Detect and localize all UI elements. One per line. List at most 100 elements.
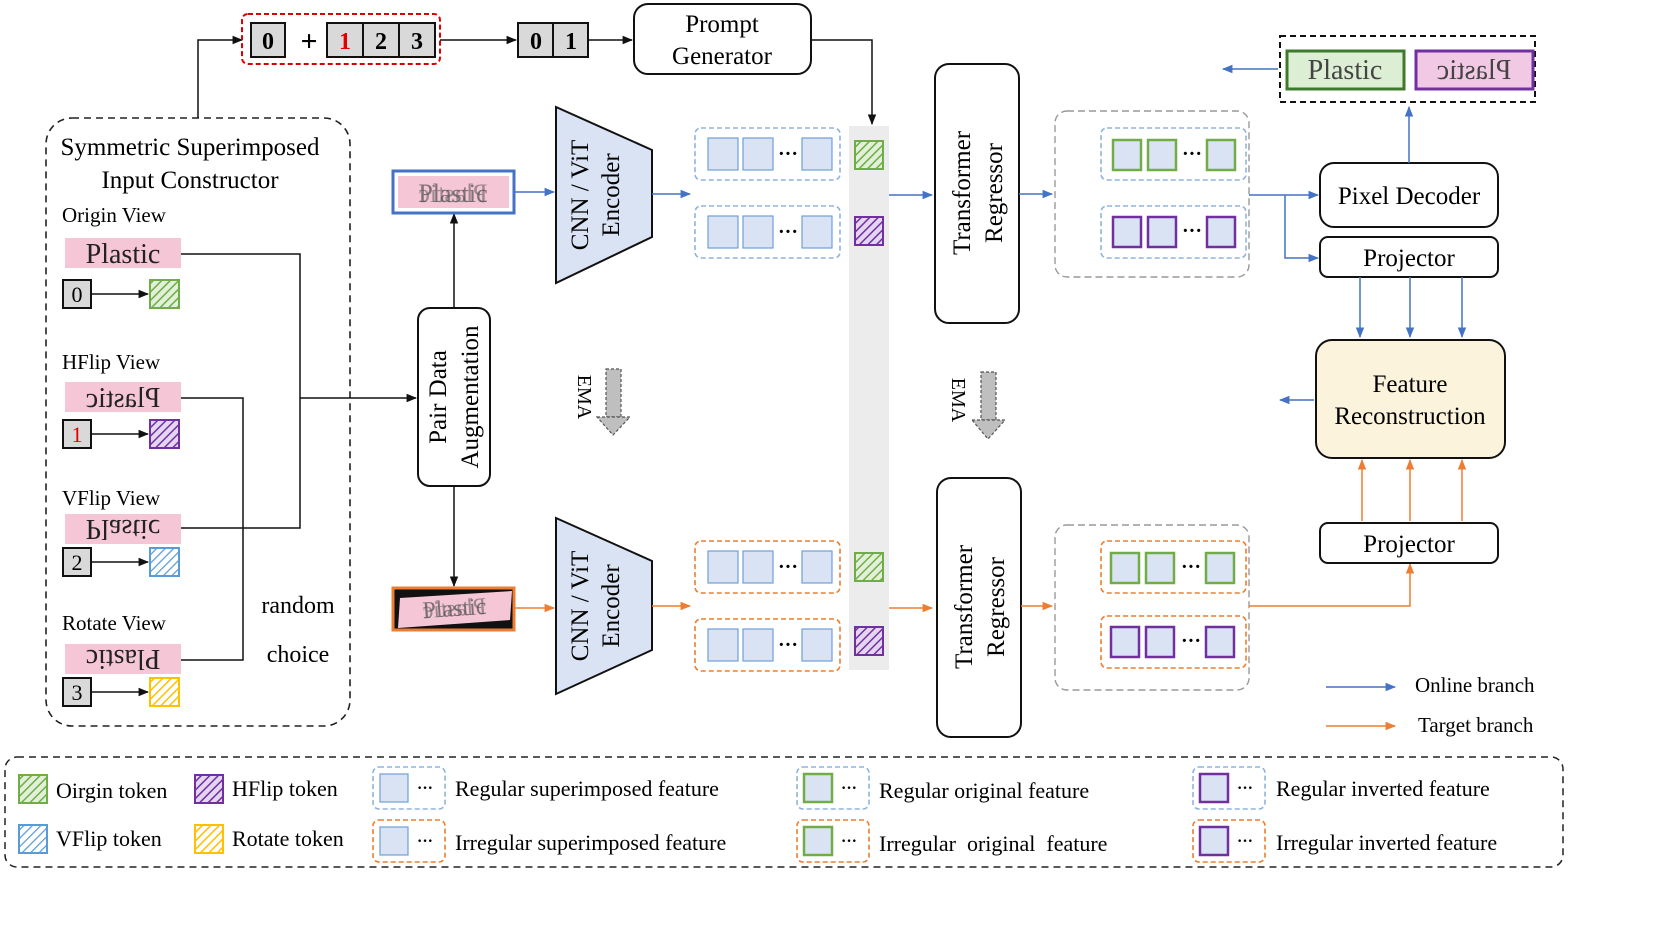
online-projector-label: Projector [1363, 245, 1455, 272]
online-regressor-line1: Transformer [949, 130, 976, 255]
target-projector-connectors [1357, 458, 1467, 521]
svg-text:···: ··· [841, 833, 857, 850]
pixel-decoder-label: Pixel Decoder [1338, 183, 1481, 210]
legend-irregular-inverted: Irregular inverted feature [1276, 830, 1497, 855]
legend-irregular-superimposed-icon [379, 826, 409, 856]
legend-regular-superimposed-icon [379, 773, 409, 803]
svg-text:···: ··· [778, 634, 798, 656]
hflip-view-image [65, 382, 181, 412]
prompt-pair-token-0: 0 [530, 29, 542, 55]
prompt-pair-token-1: 1 [565, 29, 577, 55]
target-regressor-line1: Transformer [951, 544, 978, 669]
legend-vflip-token-icon [18, 824, 48, 854]
svg-text:···: ··· [1237, 780, 1253, 797]
feature-reconstruction-line2: Reconstruction [1334, 403, 1486, 430]
input-constructor-panel: Symmetric Superimposed Input Constructor… [45, 117, 351, 727]
legend-panel: Oirgin token HFlip token VFlip token Rot… [4, 756, 1564, 868]
target-encoder-line2: Encoder [598, 564, 625, 648]
view-connectors [181, 35, 418, 661]
random-choice-line1: random [261, 593, 335, 619]
svg-text:···: ··· [1181, 556, 1201, 578]
constructor-title-line1: Symmetric Superimposed [61, 134, 320, 161]
decoded-original-word: Plastic [1308, 55, 1383, 86]
prompt-token-pair: 0 1 [517, 22, 589, 58]
hflip-token-icon [149, 419, 180, 449]
legend-vflip-token: VFlip token [56, 826, 162, 851]
svg-text:Plastic: Plastic [418, 179, 487, 208]
svg-text:···: ··· [841, 780, 857, 797]
pair-augmentation-line2: Augmentation [457, 325, 484, 469]
online-augmented-image: Plastic Plastic [391, 169, 516, 215]
hflip-view-label: HFlip View [62, 350, 161, 374]
legend-rotate-token: Rotate token [232, 826, 344, 851]
random-choice-line2: choice [267, 642, 330, 668]
svg-text:···: ··· [1237, 833, 1253, 850]
strip-origin-token-target [854, 552, 884, 582]
origin-token-icon [149, 279, 180, 309]
online-branch-label: Online branch [1415, 673, 1535, 697]
legend-hflip-token: HFlip token [232, 776, 338, 801]
svg-text:Plastic: Plastic [422, 594, 488, 624]
online-regressor-line2: Regressor [981, 142, 1008, 243]
svg-text:···: ··· [778, 221, 798, 243]
online-encoder-line2: Encoder [598, 153, 625, 237]
legend-irregular-original-icon [802, 825, 834, 857]
svg-text:Plastic: Plastic [418, 179, 487, 208]
svg-text:···: ··· [1181, 630, 1201, 652]
rotate-token-id: 3 [72, 680, 83, 705]
rotate-view-label: Rotate View [62, 611, 167, 635]
target-encoder: CNN / ViT Encoder [555, 516, 653, 696]
svg-text:···: ··· [778, 556, 798, 578]
prompt-generator: Prompt Generator [633, 3, 812, 75]
target-branch-label: Target branch [1418, 713, 1534, 737]
svg-text:···: ··· [417, 780, 433, 797]
legend-rotate-token-icon [194, 824, 224, 854]
pixel-decoder: Pixel Decoder [1319, 162, 1499, 228]
origin-view-image [65, 238, 181, 268]
target-encoder-line1: CNN / ViT [567, 551, 594, 662]
strip-hflip-token-online [854, 216, 884, 246]
hflip-token-id-box [62, 419, 92, 449]
legend-regular-inverted-icon [1198, 772, 1230, 804]
svg-text:Plastic: Plastic [422, 594, 488, 624]
online-superimposed-features: ··· ··· [694, 127, 841, 259]
legend-irregular-inverted-icon [1198, 825, 1230, 857]
online-encoder-line1: CNN / ViT [567, 140, 594, 251]
svg-text:···: ··· [417, 833, 433, 850]
legend-regular-original: Regular original feature [879, 778, 1089, 803]
vflip-token-icon [149, 547, 180, 577]
legend-irregular-original: Irregular original feature [879, 831, 1107, 856]
prompt-generator-line1: Prompt [685, 11, 759, 38]
feature-reconstruction-line1: Feature [1373, 371, 1448, 398]
online-projector-connectors [1355, 277, 1467, 339]
target-projector-label: Projector [1363, 531, 1455, 558]
pair-data-augmentation: Pair Data Augmentation [417, 307, 491, 487]
strip-origin-token-online [854, 140, 884, 170]
legend-origin-token-icon [18, 774, 48, 804]
online-projector: Projector [1319, 236, 1499, 278]
origin-view-label: Origin View [62, 203, 167, 227]
constructor-title-line2: Input Constructor [101, 167, 279, 194]
origin-token-id-box [62, 279, 92, 309]
vflip-view-image [65, 514, 181, 544]
rotate-token-id-box [62, 677, 92, 707]
target-projector: Projector [1319, 522, 1499, 564]
vflip-view-word: Plastic [86, 513, 161, 544]
ema-arrow-encoder: EMA [573, 368, 632, 436]
rotate-token-icon [149, 677, 180, 707]
ema-label-encoder: EMA [573, 375, 595, 420]
decoded-inverted-word: Plastic [1437, 55, 1512, 86]
target-regressor: Transformer Regressor [936, 477, 1022, 738]
rotate-view-image [65, 644, 181, 674]
legend-regular-original-icon [802, 772, 834, 804]
legend-origin-token: Oirgin token [56, 778, 167, 803]
prompt-token-strip [849, 126, 889, 670]
online-output-features: ··· ··· [1054, 110, 1250, 278]
sequence-plus-icon: + [300, 25, 317, 58]
origin-view-word: Plastic [86, 239, 161, 270]
rotate-view-word: Plastic [86, 643, 161, 674]
legend-regular-superimposed: Regular superimposed feature [455, 776, 719, 801]
feature-reconstruction: Feature Reconstruction [1315, 339, 1506, 459]
svg-text:···: ··· [1182, 220, 1202, 242]
ema-arrow-regressor: EMA [947, 371, 1007, 440]
